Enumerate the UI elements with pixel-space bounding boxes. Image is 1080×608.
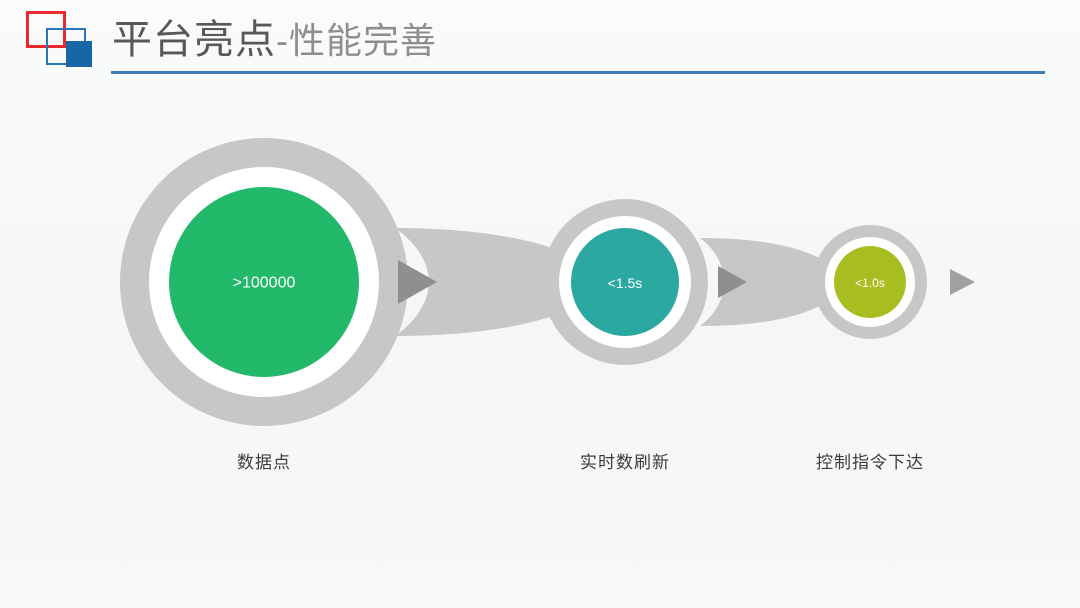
chain-band-2 <box>700 238 832 326</box>
title-underline-rule <box>111 71 1045 74</box>
flow-arrow-3-icon <box>950 269 975 295</box>
caption-node-3: 控制指令下达 <box>816 453 924 472</box>
node-value-2: <1.5s <box>608 275 643 291</box>
process-chain-svg: >100000 <1.5s <1.0s <box>120 138 975 426</box>
node-core-3[interactable] <box>834 246 906 318</box>
brand-logo <box>22 9 100 71</box>
node-core-2[interactable] <box>571 228 679 336</box>
caption-node-2: 实时数刷新 <box>580 453 670 472</box>
page-title-sub: -性能完善 <box>276 20 437 61</box>
node-core-1[interactable] <box>169 187 359 377</box>
process-chain-diagram: >100000 <1.5s <1.0s <box>0 110 1080 450</box>
chain-band-1 <box>395 228 585 336</box>
flow-arrow-2-icon <box>718 266 747 298</box>
caption-node-1: 数据点 <box>237 453 291 472</box>
logo-blue-filled-square-icon <box>66 41 92 67</box>
node-value-3: <1.0s <box>855 276 885 290</box>
page-title: 平台亮点-性能完善 <box>112 14 437 67</box>
slide-header: 平台亮点-性能完善 <box>0 0 1080 90</box>
flow-arrow-1-icon <box>398 260 437 304</box>
page-title-main: 平台亮点 <box>112 18 276 62</box>
node-value-1: >100000 <box>233 275 296 292</box>
diagram-captions: 数据点 实时数刷新 控制指令下达 <box>0 448 1080 488</box>
